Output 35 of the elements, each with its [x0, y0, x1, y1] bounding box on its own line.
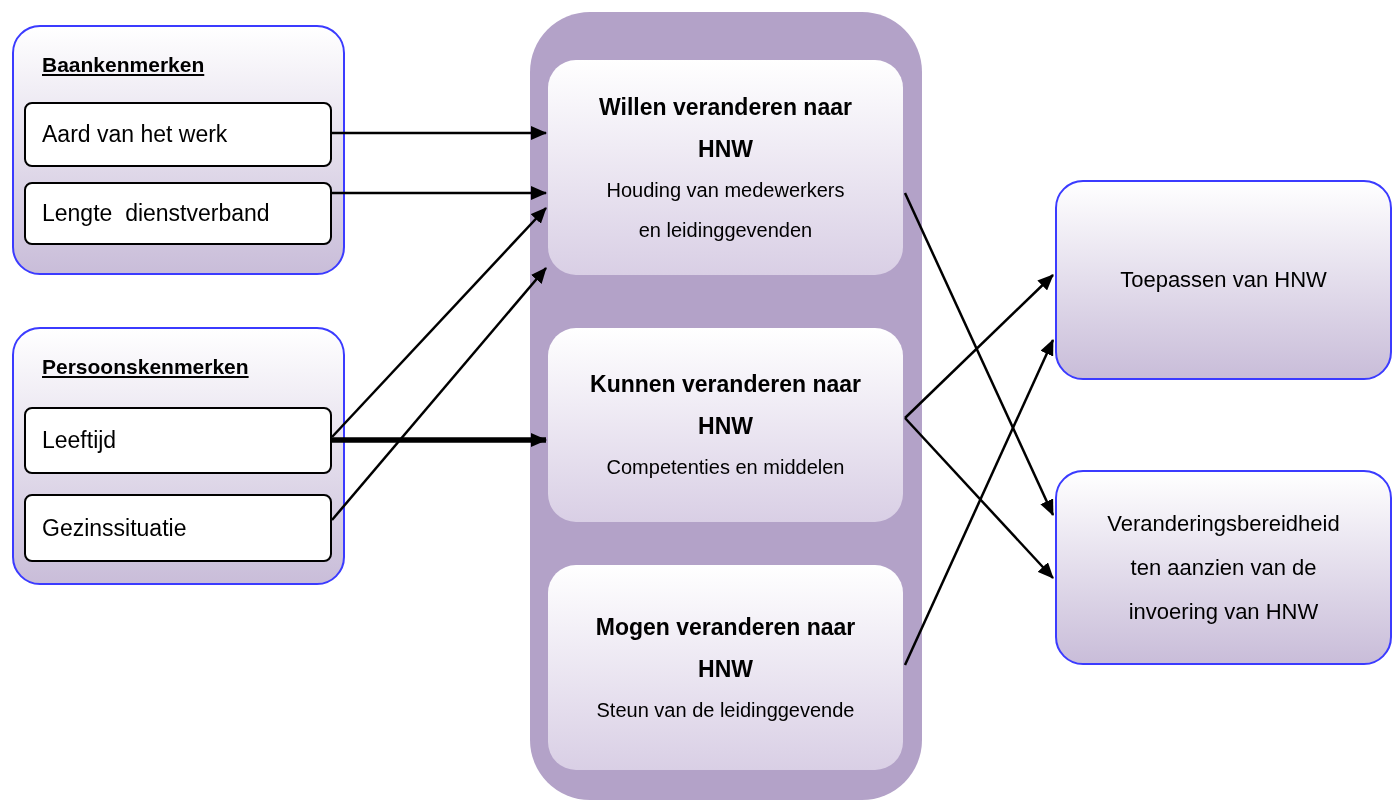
- factor-box: [548, 60, 903, 275]
- item-box: [24, 102, 332, 167]
- group-heading: Baankenmerken: [42, 52, 205, 78]
- arrow: [331, 267, 547, 521]
- arrow: [903, 339, 1055, 666]
- item-label: Leeftijd: [42, 426, 117, 456]
- factor-heading: Willen veranderen naar HNW: [598, 92, 853, 164]
- item-box: [24, 407, 332, 474]
- group-box: [12, 327, 345, 585]
- arrow: [331, 207, 547, 438]
- item-box: [24, 182, 332, 245]
- arrow: [332, 433, 547, 447]
- outcome-label: Toepassen van HNW: [1119, 266, 1328, 294]
- arrow: [904, 417, 1054, 579]
- item-label: Aard van het werk: [42, 120, 228, 150]
- factor-description: Competenties en middelen: [605, 455, 846, 480]
- outcome-box: [1055, 180, 1392, 380]
- arrow: [904, 274, 1054, 419]
- factor-description: Steun van de leidinggevende: [595, 697, 856, 723]
- arrow: [332, 186, 547, 200]
- outcome-box: [1055, 470, 1392, 665]
- item-label: Gezinssituatie: [42, 513, 187, 543]
- arrow: [903, 192, 1055, 516]
- item-label: Lengte dienstverband: [42, 199, 270, 229]
- factor-box: [548, 565, 903, 770]
- container-panel: [530, 12, 922, 800]
- item-box: [24, 494, 332, 562]
- group-box: [12, 25, 345, 275]
- factor-box: [548, 328, 903, 522]
- factor-heading: Kunnen veranderen naar HNW: [589, 370, 862, 441]
- group-heading: Persoonskenmerken: [42, 354, 249, 380]
- arrow: [332, 126, 547, 140]
- factor-description: Houding van medewerkers en leidinggevenden: [605, 177, 846, 243]
- factor-heading: Mogen veranderen naar HNW: [594, 612, 857, 684]
- outcome-label: Veranderingsbereidheid ten aanzien van de invoering van HNW: [1106, 509, 1341, 626]
